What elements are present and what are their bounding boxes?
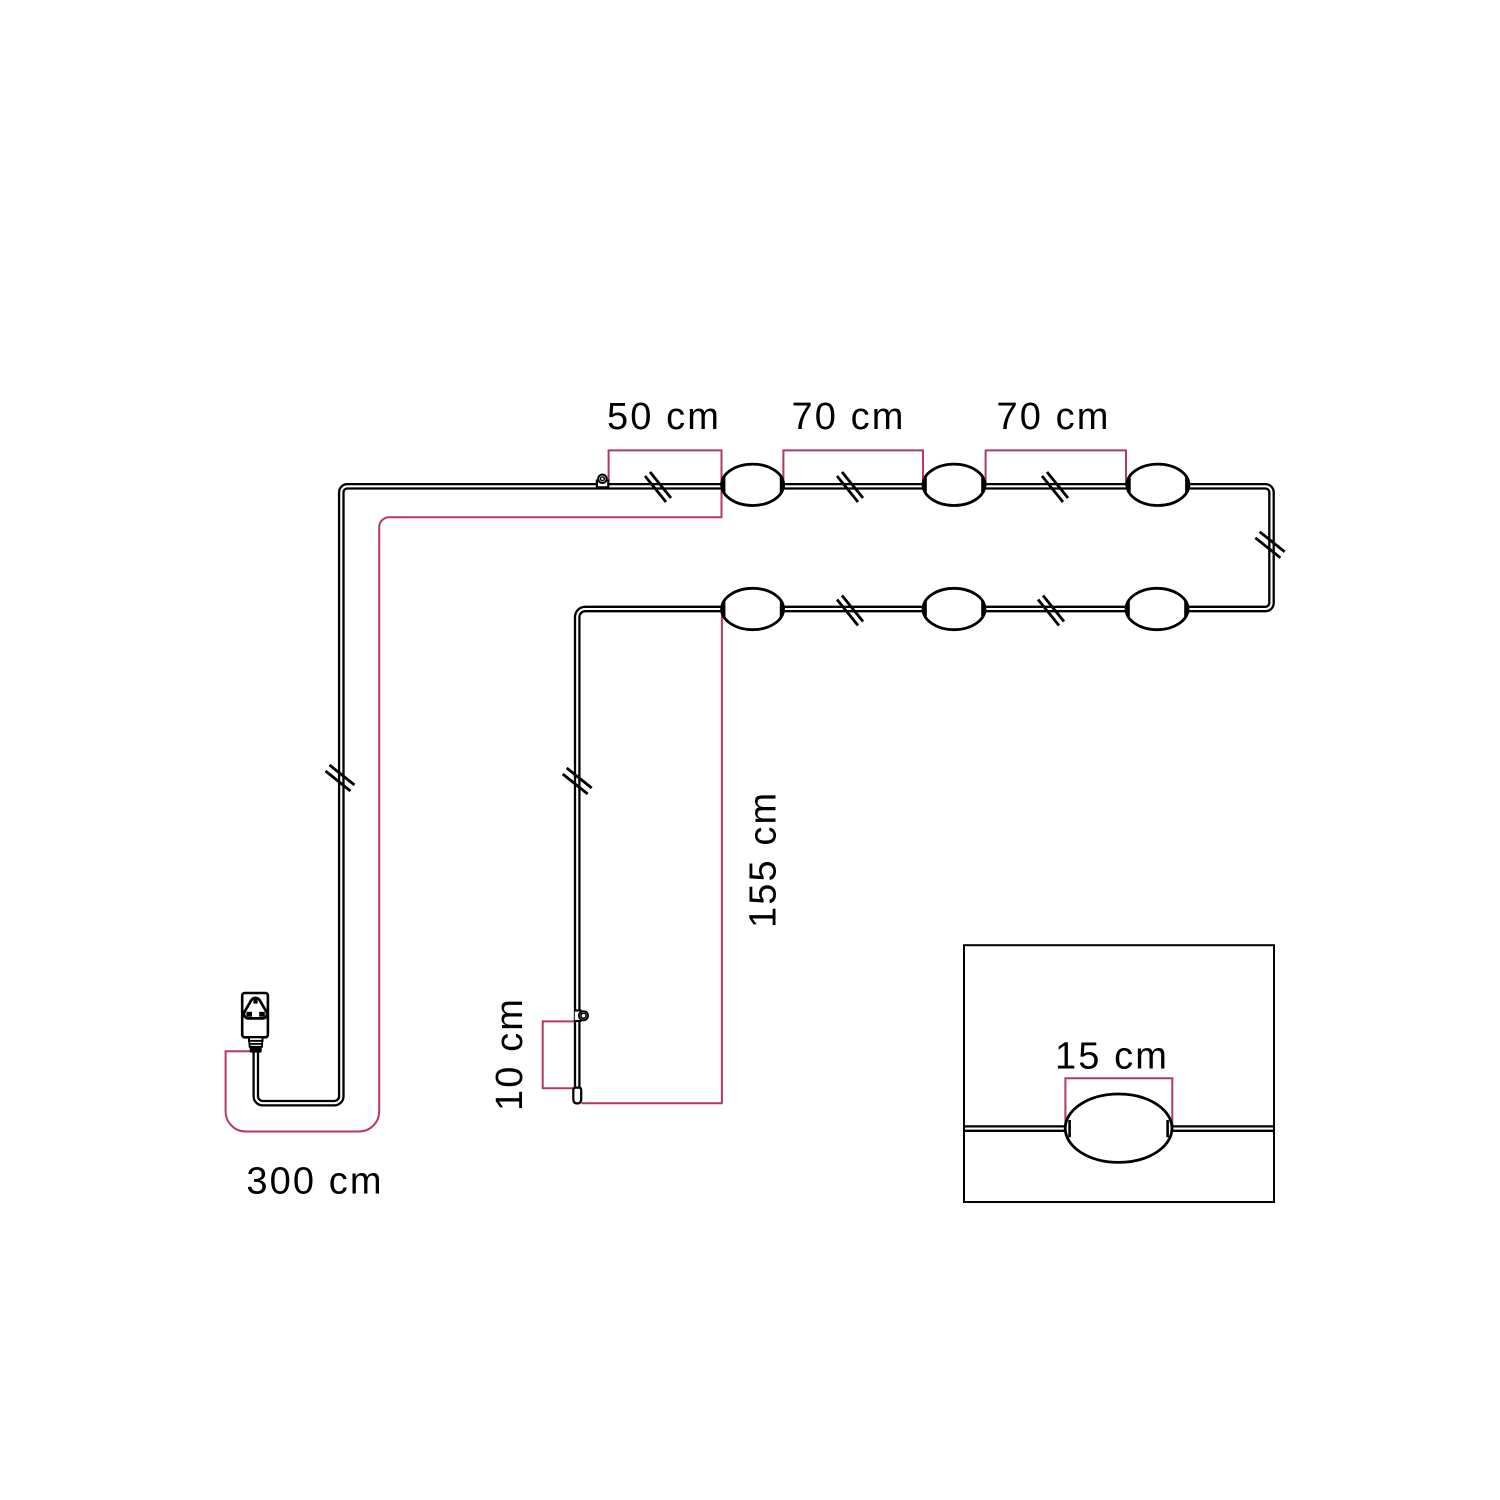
- svg-text:70 cm: 70 cm: [792, 396, 906, 438]
- svg-text:50 cm: 50 cm: [607, 396, 721, 438]
- svg-text:70 cm: 70 cm: [997, 396, 1111, 438]
- svg-text:155 cm: 155 cm: [743, 791, 785, 928]
- svg-text:300 cm: 300 cm: [246, 1161, 383, 1203]
- svg-text:10 cm: 10 cm: [489, 997, 531, 1111]
- svg-text:15 cm: 15 cm: [1055, 1035, 1169, 1077]
